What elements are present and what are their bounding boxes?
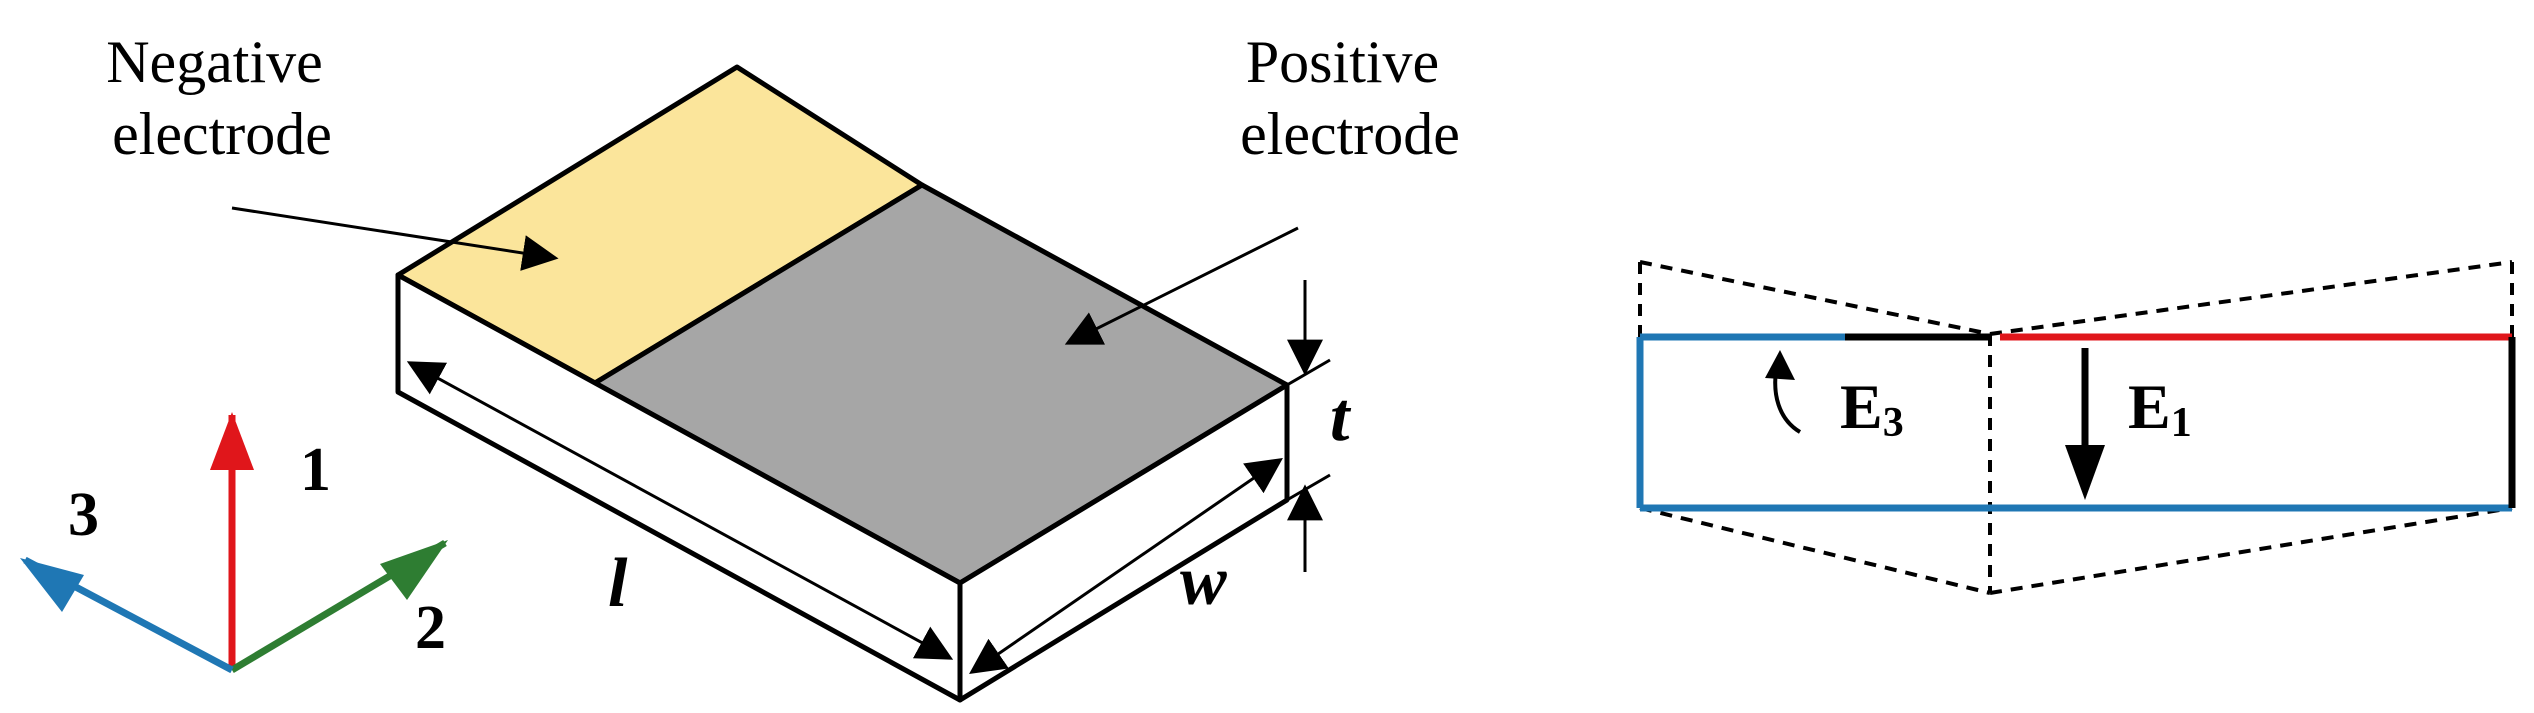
negative-electrode-callout: Negative electrode [106, 29, 559, 271]
e3-field: E3 [1765, 350, 1904, 446]
positive-electrode-callout: Positive electrode [1064, 29, 1460, 345]
thickness-dimension: t [1286, 280, 1352, 572]
length-label: l [608, 545, 628, 622]
positive-electrode-label: Positive electrode [1240, 29, 1460, 167]
axis-2-label: 2 [415, 594, 446, 662]
deformed-outline [1638, 260, 2514, 595]
length-dimension: l [406, 361, 954, 660]
blue-layer [1636, 333, 2512, 512]
e3-label: E3 [1840, 371, 1904, 446]
axis-3-label: 3 [68, 481, 99, 549]
e1-field: E1 [2065, 348, 2192, 500]
width-dimension: w [969, 457, 1283, 675]
axis-1-label: 1 [300, 436, 331, 504]
thickness-label: t [1330, 379, 1352, 456]
coordinate-axes: 1 2 3 [20, 412, 448, 674]
cross-section: E3 E1 [1636, 260, 2516, 595]
e1-label: E1 [2128, 371, 2192, 446]
width-label: w [1180, 543, 1227, 620]
negative-electrode-label: Negative electrode [106, 29, 338, 167]
plate-3d [395, 64, 1290, 703]
